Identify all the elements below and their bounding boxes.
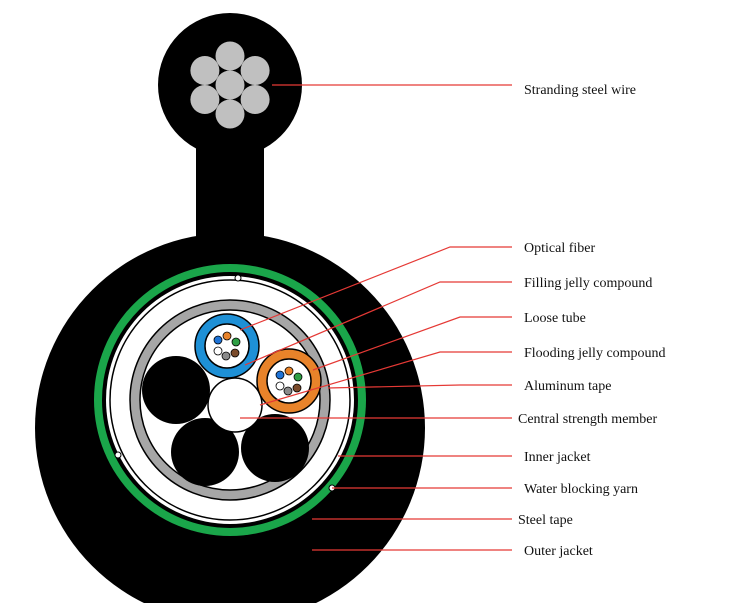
label-aluminum-tape: Aluminum tape <box>524 379 612 394</box>
steel-wire-strand <box>240 56 270 85</box>
label-filling-jelly-compound: Filling jelly compound <box>524 276 652 291</box>
optical-fiber-strand <box>293 372 303 382</box>
optical-fibers-blue-tube <box>213 331 241 361</box>
messenger-neck <box>196 140 264 240</box>
central-strength-member-shape <box>207 377 263 433</box>
label-steel-tape: Steel tape <box>518 513 573 528</box>
steel-wire-strand <box>190 56 220 85</box>
water-blocking-yarn-dot <box>114 451 122 459</box>
optical-fiber-strand <box>221 351 231 361</box>
steel-wire-strand <box>215 70 245 100</box>
label-flooding-jelly-compound: Flooding jelly compound <box>524 346 666 361</box>
optical-fiber-strand <box>213 335 223 345</box>
optical-fibers-orange-tube <box>275 366 303 396</box>
optical-fiber-strand <box>292 383 302 393</box>
optical-fiber-strand <box>222 331 232 341</box>
leader-line-flooding-jelly-compound <box>259 351 512 406</box>
label-loose-tube: Loose tube <box>524 311 586 326</box>
leader-line-aluminum-tape <box>327 384 512 389</box>
leader-line-loose-tube <box>312 316 512 371</box>
optical-fiber-strand <box>231 337 241 347</box>
label-water-blocking-yarn: Water blocking yarn <box>524 482 638 497</box>
leader-lines <box>239 84 512 551</box>
filler-rod <box>142 356 210 424</box>
stranding-steel-wires <box>190 41 270 129</box>
leader-line-optical-fiber <box>239 246 512 331</box>
optical-fiber-strand <box>230 348 240 358</box>
leader-line-filling-jelly-compound <box>244 281 512 366</box>
optical-fiber-strand <box>283 386 293 396</box>
label-outer-jacket: Outer jacket <box>524 544 593 559</box>
optical-fiber-strand <box>213 346 223 356</box>
label-optical-fiber: Optical fiber <box>524 241 595 256</box>
steel-wire-strand <box>215 41 245 71</box>
label-stranding-steel-wire: Stranding steel wire <box>524 83 636 98</box>
steel-wire-strand <box>240 85 270 114</box>
steel-wire-strand <box>215 99 245 129</box>
optical-fiber-strand <box>275 370 285 380</box>
label-central-strength-member: Central strength member <box>518 412 658 427</box>
water-blocking-yarn-dot <box>234 274 242 282</box>
optical-fiber-strand <box>284 366 294 376</box>
optical-fiber-strand <box>275 381 285 391</box>
filler-rod <box>171 418 239 486</box>
steel-wire-strand <box>190 85 220 114</box>
loose-tube-blue-inner <box>204 323 250 369</box>
filler-rod <box>241 414 309 482</box>
loose-tube-orange-inner <box>266 358 312 404</box>
label-inner-jacket: Inner jacket <box>524 450 591 465</box>
